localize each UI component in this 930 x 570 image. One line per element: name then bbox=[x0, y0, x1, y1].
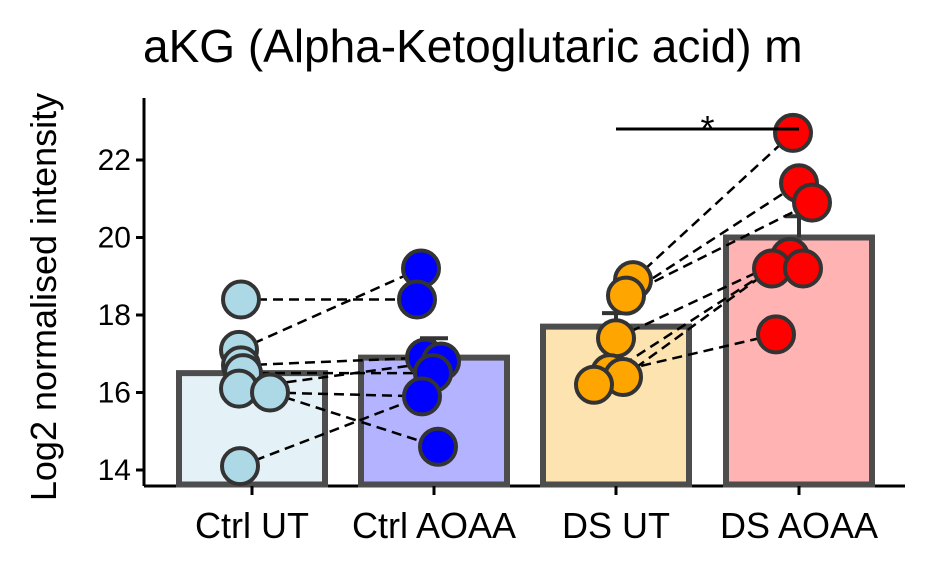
paired-line bbox=[269, 391, 439, 448]
paired-line bbox=[239, 395, 423, 468]
data-point bbox=[792, 182, 832, 223]
data-point bbox=[402, 376, 442, 417]
x-tick-label: DS AOAA bbox=[720, 505, 878, 546]
paired-line bbox=[625, 201, 813, 297]
paired-line bbox=[238, 267, 422, 352]
significance-label: * bbox=[700, 108, 714, 149]
data-point bbox=[574, 364, 614, 405]
paired-line bbox=[625, 182, 800, 297]
data-point bbox=[783, 248, 823, 289]
y-tick-label: 22 bbox=[98, 144, 131, 177]
y-tick-label: 18 bbox=[98, 299, 131, 332]
data-point bbox=[756, 314, 796, 355]
y-axis-label: Log2 normalised intensity bbox=[23, 93, 64, 501]
y-tick-label: 20 bbox=[98, 222, 131, 255]
y-tick-label: 16 bbox=[98, 377, 131, 410]
paired-line bbox=[240, 356, 426, 367]
x-tick-label: DS UT bbox=[562, 505, 670, 546]
paired-line bbox=[609, 267, 773, 375]
data-point bbox=[606, 275, 646, 316]
paired-line bbox=[609, 333, 777, 375]
data-point bbox=[397, 279, 437, 320]
chart-title: aKG (Alpha-Ketoglutaric acid) m bbox=[143, 20, 803, 72]
y-tick-label: 14 bbox=[98, 454, 131, 487]
data-point bbox=[418, 426, 458, 467]
paired-line bbox=[269, 391, 423, 398]
paired-line bbox=[632, 131, 794, 282]
x-tick-label: Ctrl AOAA bbox=[352, 505, 516, 546]
x-tick-label: Ctrl UT bbox=[195, 505, 309, 546]
data-point bbox=[773, 112, 813, 153]
data-point bbox=[221, 279, 261, 320]
data-point bbox=[250, 372, 290, 413]
paired-line bbox=[622, 267, 773, 379]
data-point bbox=[220, 446, 260, 487]
data-point bbox=[596, 318, 636, 359]
